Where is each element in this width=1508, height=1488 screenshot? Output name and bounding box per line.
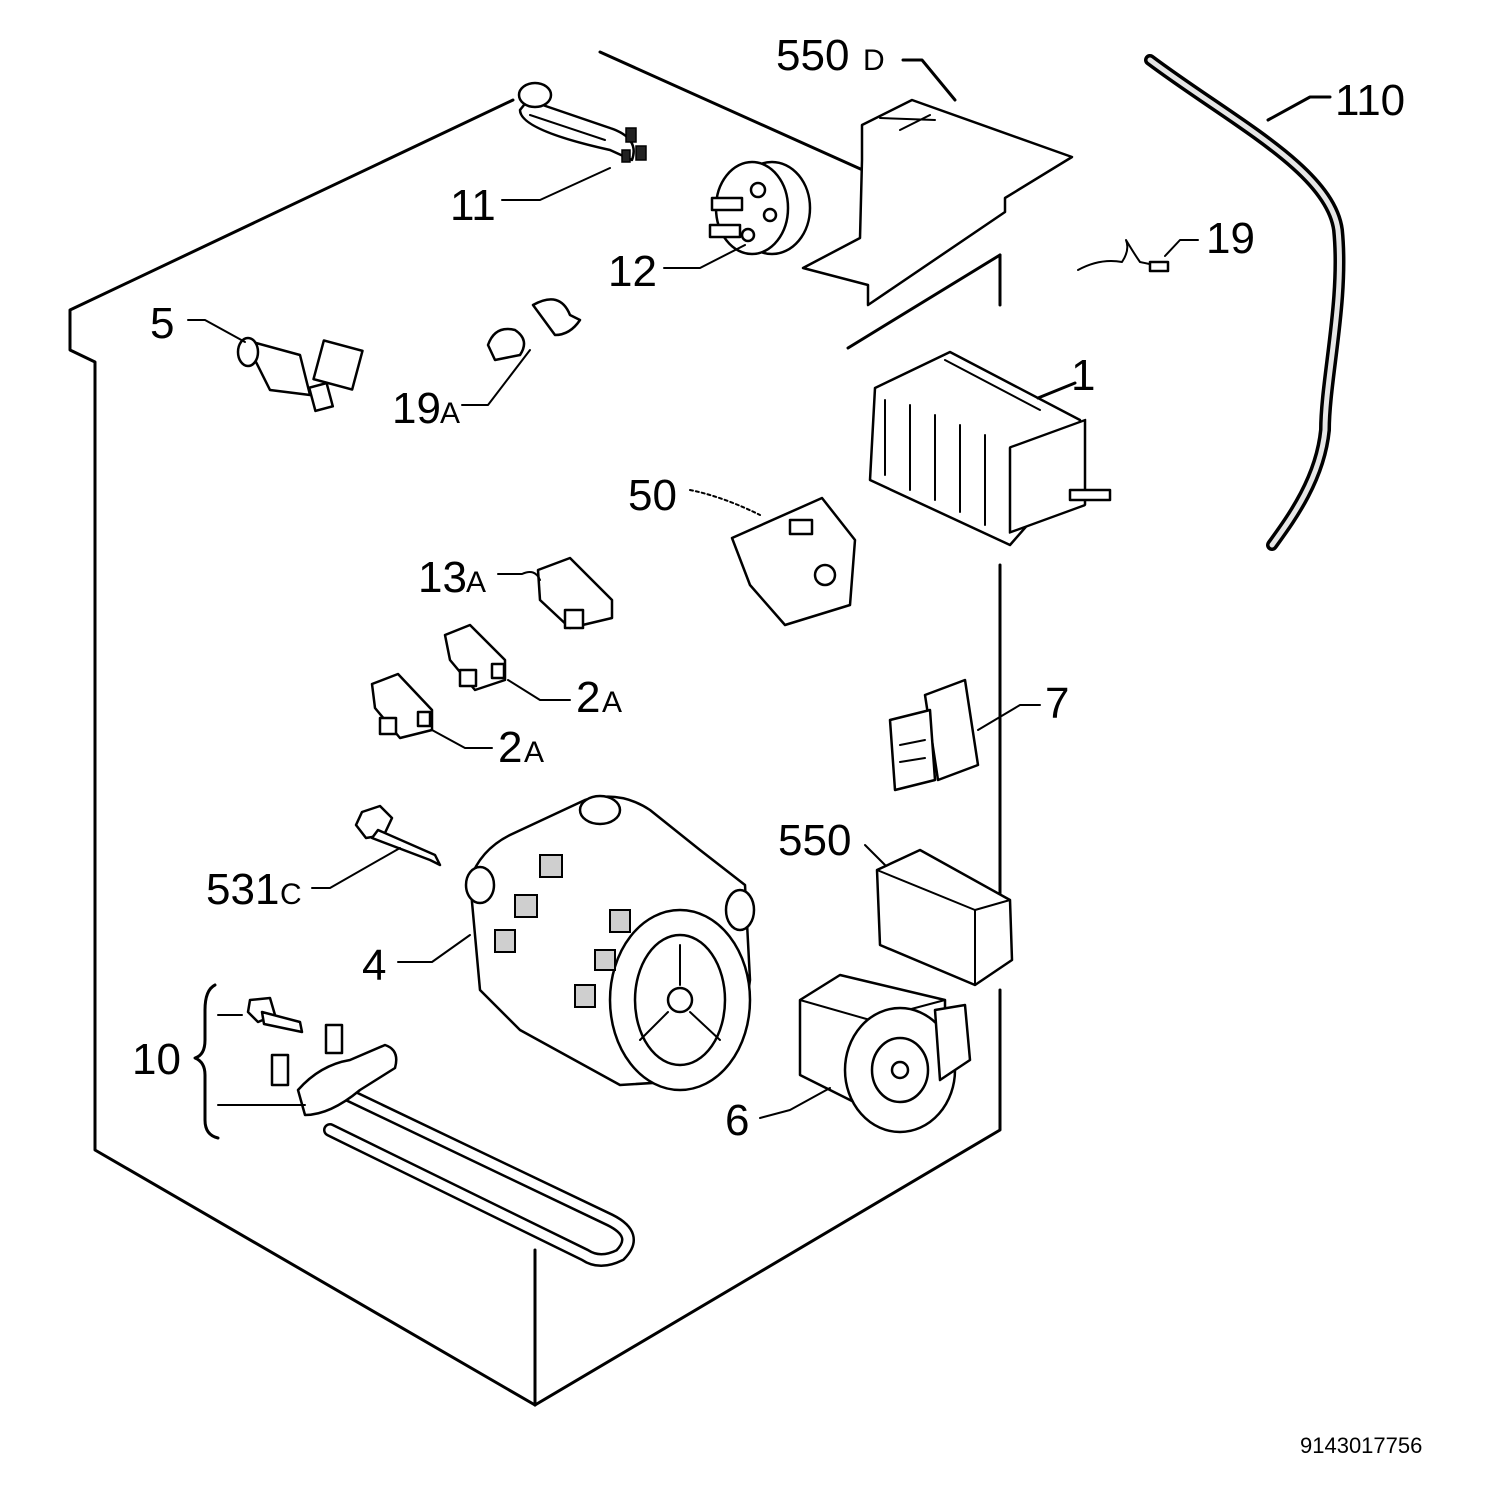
callout-13a-suffix: A — [466, 566, 486, 599]
callout-1-number: 1 — [1071, 351, 1095, 400]
callout-19a-number: 19 — [392, 384, 441, 433]
cabinet-outline — [68, 50, 1002, 1407]
callout-2a-lower-number: 2 — [498, 723, 522, 772]
callout-19-number: 19 — [1206, 214, 1255, 263]
callout-2a-upper-number: 2 — [576, 673, 600, 722]
callout-550-number: 550 — [778, 816, 851, 865]
capacitor-part — [501, 81, 647, 201]
callout-50-number: 50 — [628, 471, 677, 520]
hose-part — [1144, 54, 1346, 551]
terminal-block-part — [497, 556, 614, 630]
pressure-switch-part — [663, 160, 812, 269]
document-id: 9143017756 — [1300, 1433, 1422, 1458]
callout-11-number: 11 — [450, 181, 496, 230]
interference-module-part — [689, 489, 857, 627]
heating-element-part — [193, 983, 635, 1267]
callout-19a-suffix: A — [440, 397, 460, 430]
callout-550d-number: 550 — [776, 31, 849, 80]
cover-box-part — [864, 844, 1014, 987]
callout-5-number: 5 — [150, 299, 174, 348]
programme-timer-part — [868, 350, 1112, 547]
callout-4-number: 4 — [362, 941, 386, 990]
callout-2a-upper-suffix: A — [602, 686, 622, 719]
callout-12-number: 12 — [608, 247, 657, 296]
callout-531c-suffix: C — [280, 878, 302, 911]
connector-part-lower — [370, 672, 493, 749]
screw-part — [311, 804, 442, 889]
callout-110-number: 110 — [1335, 76, 1405, 125]
inlet-valve-part — [187, 319, 364, 413]
sensor-clip-part — [1077, 239, 1199, 273]
callout-13a-number: 13 — [418, 553, 467, 602]
callout-10-number: 10 — [132, 1035, 181, 1084]
callout-6-number: 6 — [725, 1096, 749, 1145]
motor-part — [397, 794, 756, 1092]
callout-7-number: 7 — [1045, 679, 1069, 728]
drain-pump-part — [759, 973, 972, 1134]
connector-part-upper — [443, 623, 571, 701]
callout-2a-lower-suffix: A — [524, 736, 544, 769]
cover-plate-part — [801, 58, 1074, 307]
door-lock-part — [888, 678, 1041, 792]
callout-labels: 1 2 A 2 A 4 5 6 7 10 11 12 13 A 19 19 A … — [132, 31, 1405, 1145]
callout-550d-suffix: D — [863, 44, 885, 77]
callout-531c-number: 531 — [206, 865, 279, 914]
clip-part — [461, 298, 582, 406]
